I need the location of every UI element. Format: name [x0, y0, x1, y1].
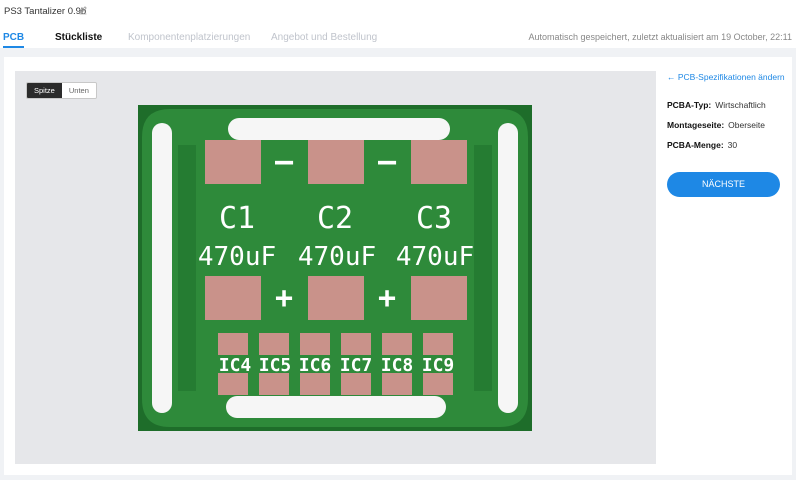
top-slot [228, 118, 450, 140]
pad-c3-bottom [411, 276, 467, 320]
ic-pads-top [218, 333, 453, 355]
plus-silk-1: + [275, 281, 293, 316]
active-tab-indicator [3, 46, 24, 48]
spec-value: Wirtschaftlich [715, 100, 766, 110]
label-ic4: IC4 [219, 355, 252, 376]
spec-assembly-side: Montageseite:Oberseite [667, 120, 765, 130]
bottom-slot [226, 396, 446, 418]
spec-label: PCBA-Typ: [667, 100, 712, 110]
pad-c1-bottom [205, 276, 261, 320]
pad-c3-top [411, 140, 467, 184]
pad-c2-top [308, 140, 364, 184]
top-bar: PS3 Tantalizer 0.9b PCB Stückliste Kompo… [0, 0, 796, 48]
label-ic7: IC7 [340, 355, 373, 376]
label-ic9: IC9 [422, 355, 455, 376]
tab-bom[interactable]: Stückliste [55, 32, 103, 43]
spec-value: 30 [727, 140, 738, 150]
label-ic5: IC5 [259, 355, 292, 376]
edit-pencil-icon[interactable] [78, 5, 88, 15]
next-button[interactable]: NÄCHSTE [667, 172, 780, 197]
minus-silk-1: – [275, 144, 294, 179]
tab-component-placement[interactable]: Komponentenplatzierungen [128, 32, 251, 43]
spec-label: PCBA-Menge: [667, 140, 724, 150]
plus-silk-2: + [378, 281, 396, 316]
board-mask-right [474, 145, 492, 391]
tab-quote-order[interactable]: Angebot und Bestellung [271, 32, 378, 43]
toggle-top-button[interactable]: Spitze [27, 83, 62, 98]
spec-value: Oberseite [728, 120, 766, 130]
spec-label: Montageseite: [667, 120, 725, 130]
project-title: PS3 Tantalizer 0.9b [4, 6, 87, 17]
label-c2: C2 [317, 201, 353, 236]
spec-pcba-type: PCBA-Typ:Wirtschaftlich [667, 100, 766, 110]
label-ic6: IC6 [299, 355, 332, 376]
label-c3: C3 [416, 201, 452, 236]
ic-pads-bottom [218, 373, 453, 395]
minus-silk-2: – [378, 144, 397, 179]
label-ic8: IC8 [381, 355, 414, 376]
spec-pcba-quantity: PCBA-Menge:30 [667, 140, 737, 150]
pcb-board: – – C1 C2 C3 470uF 470uF 470uF + + IC4 I… [138, 105, 532, 431]
autosave-status: Automatisch gespeichert, zuletzt aktuali… [528, 32, 792, 42]
left-slot [152, 123, 172, 413]
tab-pcb[interactable]: PCB [3, 32, 25, 43]
pad-c2-bottom [308, 276, 364, 320]
board-mask-left [178, 145, 196, 391]
right-slot [498, 123, 518, 413]
label-c1-value: 470uF [198, 242, 276, 272]
side-toggle: Spitze Unten [26, 82, 97, 99]
label-c3-value: 470uF [396, 242, 474, 272]
label-c1: C1 [219, 201, 255, 236]
toggle-bottom-button[interactable]: Unten [61, 83, 96, 98]
label-c2-value: 470uF [298, 242, 376, 272]
change-pcb-specs-link[interactable]: ← PCB-Spezifikationen ändern [667, 72, 785, 82]
pad-c1-top [205, 140, 261, 184]
